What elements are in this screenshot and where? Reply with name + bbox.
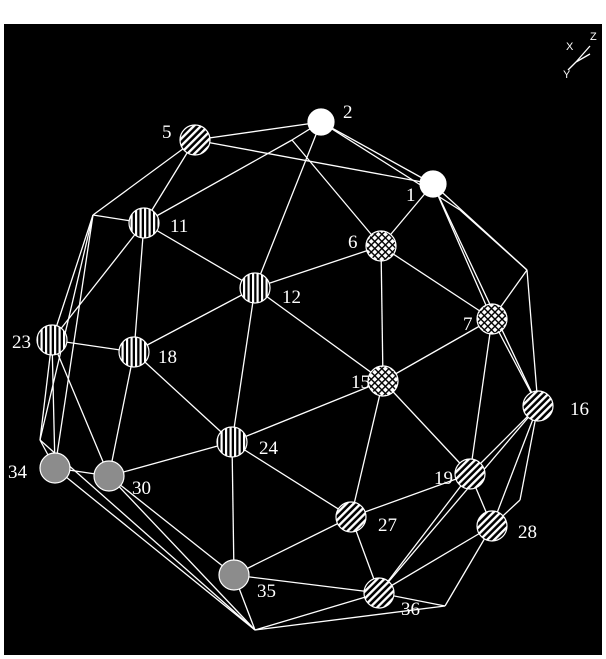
node-marker-5	[180, 125, 210, 155]
node-label-6: 6	[348, 232, 358, 253]
node-label-30: 30	[132, 478, 151, 499]
node-marker-36	[364, 578, 394, 608]
node-label-19: 19	[434, 468, 453, 489]
axis-label-z: Z	[590, 31, 597, 43]
node-marker-7	[477, 304, 507, 334]
node-label-11: 11	[170, 216, 188, 237]
node-label-18: 18	[158, 347, 177, 368]
node-marker-6	[366, 231, 396, 261]
diagram-background	[4, 24, 602, 655]
node-marker-15	[368, 366, 398, 396]
node-marker-1	[420, 171, 446, 197]
node-label-7: 7	[463, 314, 473, 335]
axis-label-x: X	[566, 41, 574, 53]
node-label-36: 36	[401, 599, 420, 620]
node-label-24: 24	[259, 438, 279, 459]
node-marker-11	[129, 208, 159, 238]
node-marker-12	[240, 273, 270, 303]
node-label-16: 16	[570, 399, 589, 420]
node-label-15: 15	[351, 372, 370, 393]
node-marker-19	[455, 459, 485, 489]
node-marker-24	[217, 427, 247, 457]
node-marker-27	[336, 502, 366, 532]
node-label-2: 2	[343, 102, 353, 123]
node-marker-28	[477, 511, 507, 541]
node-label-27: 27	[378, 515, 397, 536]
node-marker-30	[94, 461, 124, 491]
node-label-1: 1	[406, 185, 416, 206]
node-label-35: 35	[257, 581, 276, 602]
node-label-5: 5	[162, 122, 172, 143]
node-label-23: 23	[12, 332, 31, 353]
node-label-28: 28	[518, 522, 537, 543]
node-marker-18	[119, 337, 149, 367]
node-marker-23	[37, 325, 67, 355]
node-marker-2	[308, 109, 334, 135]
node-label-12: 12	[282, 287, 301, 308]
node-marker-34	[40, 453, 70, 483]
node-label-34: 34	[8, 462, 28, 483]
node-marker-16	[523, 391, 553, 421]
node-marker-35	[219, 560, 249, 590]
axis-label-y: Y	[563, 69, 571, 81]
